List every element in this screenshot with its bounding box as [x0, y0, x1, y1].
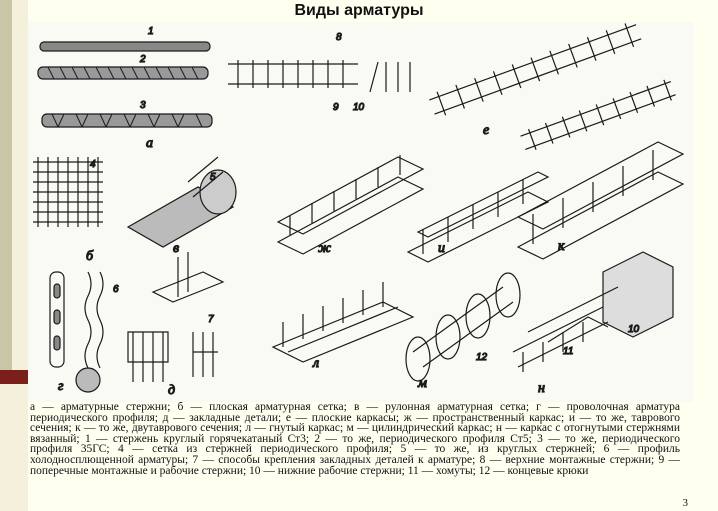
- bars-group-a: [37, 41, 213, 128]
- slide-title: Виды арматуры: [294, 2, 424, 19]
- label-l: л: [312, 356, 319, 371]
- roll-mesh-v: [126, 156, 237, 248]
- smooth-bar-1: [39, 41, 211, 52]
- label-k: к: [558, 239, 565, 254]
- flat-frames-e: [228, 23, 676, 150]
- number-12: 12: [476, 352, 488, 363]
- cylindrical-frame-m: [405, 272, 521, 382]
- left-decorative-band: [0, 0, 28, 511]
- bent-frame-l: [271, 282, 415, 363]
- bar3-ribs: [51, 113, 203, 128]
- number-9: 9: [333, 102, 339, 113]
- bent-bar-frame-n: [512, 251, 674, 372]
- maroon-stripe: [0, 370, 28, 384]
- label-d: д: [168, 383, 175, 398]
- number-8: 8: [336, 32, 342, 43]
- label-n: н: [538, 381, 545, 396]
- label-m: м: [417, 376, 427, 391]
- number-5: 5: [210, 172, 216, 183]
- label-a: а: [146, 136, 153, 151]
- label-zh: ж: [318, 241, 331, 256]
- bar2-ribs: [47, 66, 199, 80]
- olive-stripe: [0, 0, 12, 378]
- number-7: 7: [208, 314, 214, 325]
- flat-mesh-b: [33, 157, 103, 227]
- spatial-frame-i: [406, 171, 550, 263]
- number-3: 3: [140, 100, 146, 111]
- number-10-top: 10: [353, 102, 365, 113]
- page-number: 3: [682, 497, 689, 509]
- label-e: е: [483, 123, 489, 138]
- embedded-parts-d: [127, 252, 225, 382]
- label-b: б: [86, 249, 94, 264]
- reinforcement-figure: а б в г д е ж и к л м н 1 2 3 4 5 6 7 8 …: [28, 22, 693, 402]
- number-10-bottom: 10: [628, 324, 640, 335]
- spatial-frame-zh: [276, 155, 425, 255]
- label-g: г: [58, 379, 64, 394]
- number-2: 2: [139, 54, 146, 65]
- figure-drawing: а б в г д е ж и к л м н 1 2 3 4 5 6 7 8 …: [33, 23, 685, 399]
- number-1: 1: [148, 26, 154, 37]
- number-11: 11: [563, 346, 573, 357]
- number-6: 6: [113, 284, 119, 295]
- spatial-frame-k: [516, 141, 685, 260]
- label-v: в: [173, 241, 179, 256]
- flattened-wire-g: [49, 271, 104, 393]
- figure-caption: а — арматурные стержни; б — плоская арма…: [30, 402, 680, 477]
- number-4: 4: [90, 159, 96, 170]
- label-i: и: [438, 241, 445, 256]
